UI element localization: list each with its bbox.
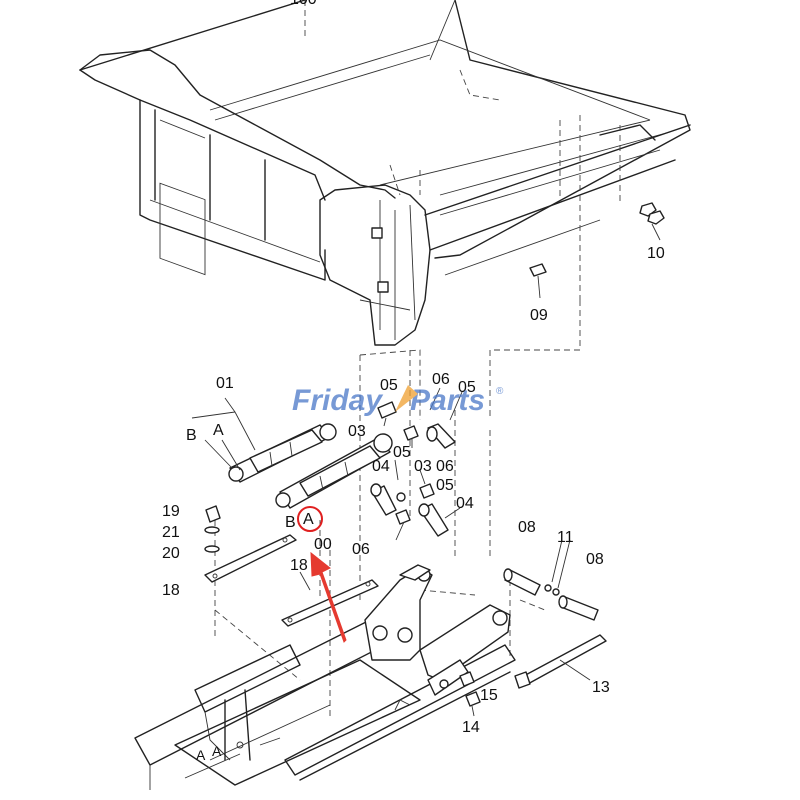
label-05-mid: 05 xyxy=(393,444,411,461)
label-03-mid: 03 xyxy=(414,458,432,475)
highlight-annotation xyxy=(297,506,347,643)
label-06-top: 06 xyxy=(432,371,450,388)
label-11: 11 xyxy=(557,529,574,546)
hinge-pins xyxy=(459,539,607,717)
label-08-left: 08 xyxy=(518,519,536,536)
label-04-left: 04 xyxy=(372,458,390,475)
frame-and-hinge xyxy=(134,564,516,790)
label-18-mid: 18 xyxy=(290,557,308,574)
label-20: 20 xyxy=(162,545,180,562)
label-13: 13 xyxy=(592,679,610,696)
hoist-cylinder-upper xyxy=(228,423,337,483)
dump-body xyxy=(79,0,691,346)
label-B-upper: B xyxy=(186,427,197,444)
label-14: 14 xyxy=(462,719,480,736)
label-A-upper: A xyxy=(213,422,224,439)
watermark-registered: ® xyxy=(496,386,504,397)
watermark-friday: Friday xyxy=(292,384,383,417)
leader-lines-01 xyxy=(191,397,256,471)
svg-text:A: A xyxy=(196,747,206,763)
label-08-right: 08 xyxy=(586,551,604,568)
label-00: 00 xyxy=(314,536,332,553)
watermark: Friday Parts ® xyxy=(292,384,504,417)
frame-markings: A A xyxy=(196,741,244,763)
label-15: 15 xyxy=(480,687,498,704)
label-05-right: 05 xyxy=(436,477,454,494)
hoist-cylinder-lower xyxy=(275,433,393,509)
part-labels: 100 10 09 01 B A 05 06 05 03 04 05 03 06… xyxy=(162,0,665,736)
label-06-lower: 06 xyxy=(352,541,370,558)
label-04-right: 04 xyxy=(456,495,474,512)
part-09-bolt xyxy=(529,263,547,299)
label-A-lower: A xyxy=(303,511,314,528)
label-top-partial: 100 xyxy=(290,0,317,8)
part-10-nuts xyxy=(639,202,665,241)
label-B-lower: B xyxy=(285,514,296,531)
label-05-top-right: 05 xyxy=(458,379,476,396)
label-10: 10 xyxy=(647,245,665,262)
pins-and-bolts xyxy=(370,387,463,541)
label-18-left: 18 xyxy=(162,582,180,599)
svg-text:A: A xyxy=(212,743,222,759)
label-01: 01 xyxy=(216,375,234,392)
label-09: 09 xyxy=(530,307,548,324)
label-06-mid: 06 xyxy=(436,458,454,475)
label-19: 19 xyxy=(162,503,180,520)
watermark-logo-icon xyxy=(395,385,418,412)
label-03-left: 03 xyxy=(348,423,366,440)
label-05-top: 05 xyxy=(380,377,398,394)
label-21: 21 xyxy=(162,524,180,541)
watermark-parts: Parts xyxy=(410,384,485,417)
